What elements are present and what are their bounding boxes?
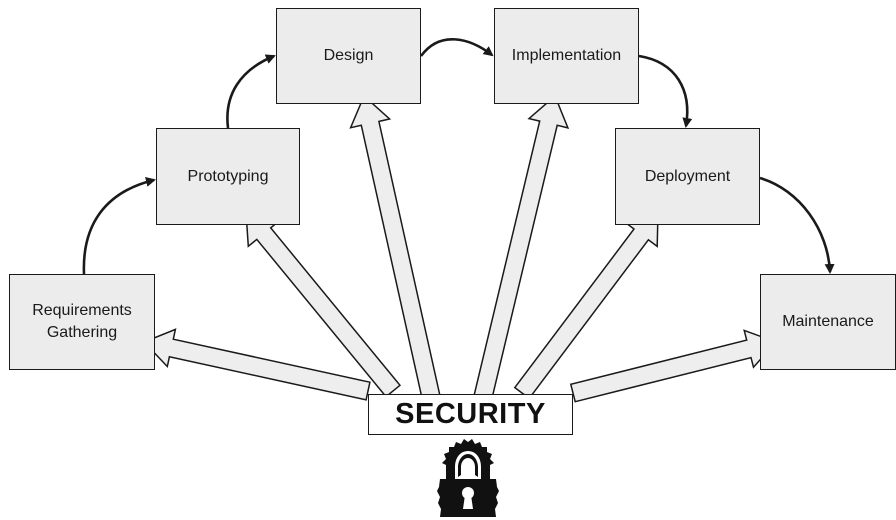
flow-arrow-design-to-implementation — [419, 38, 494, 57]
flow-arrow-requirements-to-prototyping — [82, 177, 156, 275]
stage-design: Design — [276, 8, 421, 104]
stage-deployment: Deployment — [615, 128, 760, 225]
stage-maintenance: Maintenance — [760, 274, 896, 370]
stage-prototyping: Prototyping — [156, 128, 300, 225]
security-arrow-to-requirements — [142, 328, 371, 401]
stage-label-deployment: Deployment — [644, 167, 731, 185]
flow-arrow-deployment-to-maintenance — [759, 176, 835, 274]
stage-label-prototyping: Prototyping — [187, 167, 269, 185]
padlock-keyhole-slot — [463, 495, 473, 509]
security-arrows — [142, 94, 778, 403]
flow-arrow-implementation-to-deployment — [638, 54, 693, 128]
stage-label-maintenance: Maintenance — [782, 313, 874, 331]
security-box: SECURITY — [368, 394, 573, 435]
flow-arrows — [82, 38, 835, 275]
padlock-shackle-teeth — [458, 454, 478, 477]
security-arrow-to-implementation — [473, 94, 570, 401]
padlock-icon — [437, 439, 499, 517]
security-arrow-to-design — [349, 94, 441, 400]
stage-requirements-gathering: Requirements Gathering — [9, 274, 155, 370]
stage-implementation: Implementation — [494, 8, 639, 104]
security-arrow-to-prototyping — [245, 211, 402, 398]
stage-label-implementation: Implementation — [511, 47, 622, 65]
security-label: SECURITY — [395, 398, 546, 430]
stage-label-design: Design — [323, 47, 374, 65]
flow-arrow-prototyping-to-design — [226, 54, 276, 129]
security-arrow-to-maintenance — [569, 329, 778, 403]
stage-label-requirements-gathering: Requirements Gathering — [32, 302, 132, 341]
